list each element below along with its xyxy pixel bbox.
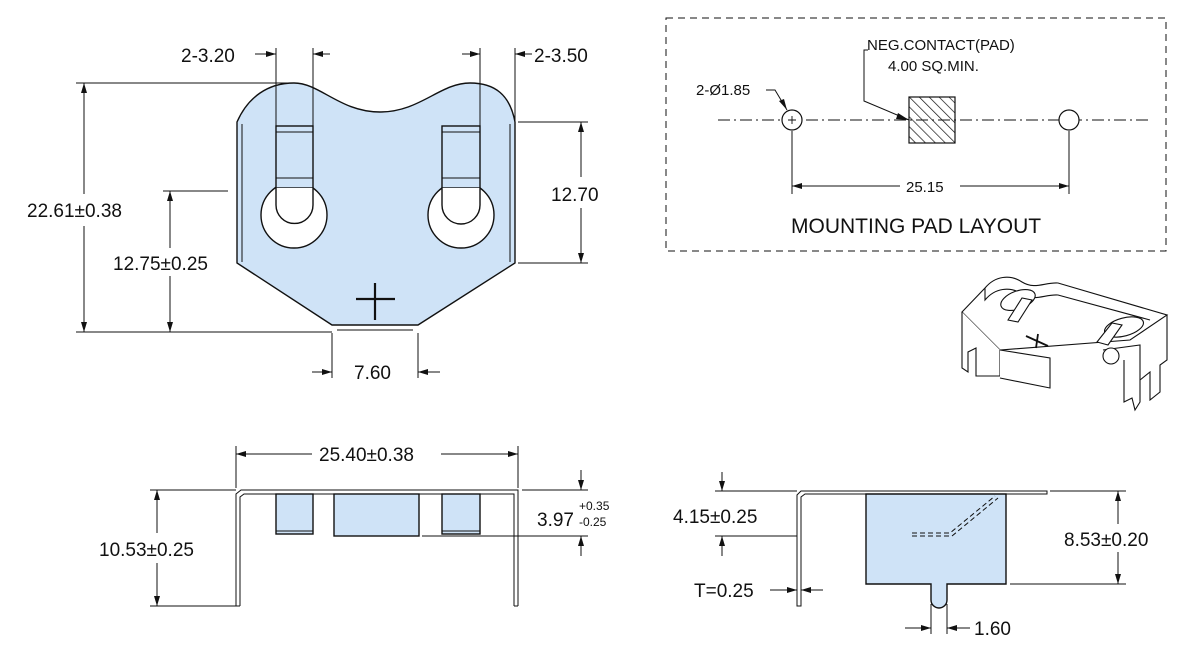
hole-callout: 2-Ø1.85 <box>696 82 750 99</box>
right-mount-hole <box>1058 109 1080 131</box>
top-view: 2-3.20 2-3.50 22.61±0.38 12.75±0.25 12.7… <box>27 46 599 384</box>
dim-tab-depth: 3.97 <box>537 510 574 531</box>
neg-contact-size: 4.00 SQ.MIN. <box>888 58 979 75</box>
right-keyhole <box>427 125 495 249</box>
dim-hole-center-height: 12.75±0.25 <box>113 254 208 275</box>
dim-thickness: T=0.25 <box>694 581 754 602</box>
dim-overall-height: 22.61±0.38 <box>27 201 122 222</box>
dim-side-height-small: 4.15±0.25 <box>673 507 757 528</box>
pad-layout-frame <box>665 17 1167 252</box>
dim-slot-left: 2-3.20 <box>181 46 235 67</box>
dim-pin-width: 1.60 <box>974 619 1011 640</box>
dim-front-width: 25.40±0.38 <box>319 445 414 466</box>
front-tab-right <box>441 493 481 535</box>
positive-mark <box>356 283 395 320</box>
neg-contact-label: NEG.CONTACT(PAD) <box>867 37 1015 54</box>
side-view: 4.15±0.25 T=0.25 8.53±0.20 1.60 <box>673 472 1148 640</box>
dim-tab-depth-tol-plus: +0.35 <box>579 499 610 513</box>
mounting-pad-layout: NEG.CONTACT(PAD) 4.00 SQ.MIN. 2-Ø1.85 25… <box>665 17 1167 252</box>
left-keyhole <box>260 125 328 249</box>
dim-slot-right: 2-3.50 <box>534 46 588 67</box>
front-tab-left <box>275 493 314 535</box>
neg-contact-pad <box>908 96 956 144</box>
dim-side-height-large: 8.53±0.20 <box>1064 530 1148 551</box>
front-view: 25.40±0.38 10.53±0.25 3.97 +0.35 -0.25 <box>99 445 610 607</box>
side-body <box>865 493 1007 609</box>
front-tab-center <box>333 493 420 537</box>
isometric-view <box>961 276 1169 412</box>
pad-layout-title: MOUNTING PAD LAYOUT <box>791 215 1041 238</box>
dim-pitch: 25.15 <box>906 179 944 196</box>
dim-side-tab-height: 12.70 <box>551 185 599 206</box>
dim-bottom-tab-width: 7.60 <box>354 363 391 384</box>
dim-tab-depth-tol-minus: -0.25 <box>579 515 607 529</box>
dim-front-height: 10.53±0.25 <box>99 540 194 561</box>
